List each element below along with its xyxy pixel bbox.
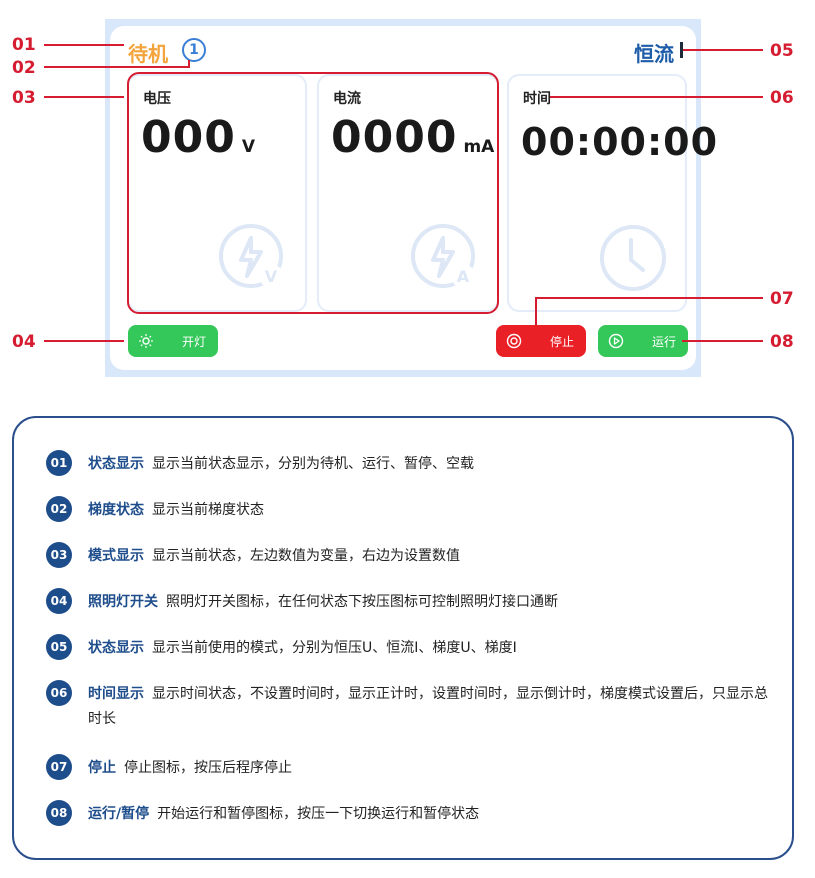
legend-badge: 03 <box>46 542 72 568</box>
mode-cursor-mark <box>680 42 683 58</box>
voltage-label: 电压 <box>143 91 171 107</box>
callout-02: 02 <box>12 58 36 78</box>
run-button[interactable]: 运行 <box>598 325 688 357</box>
current-label: 电流 <box>333 91 361 107</box>
light-icon <box>139 334 153 348</box>
legend-badge: 07 <box>46 754 72 780</box>
callout-05-leader <box>683 49 763 51</box>
current-value: 0000 <box>331 112 458 163</box>
callout-03-leader <box>44 96 124 98</box>
stop-icon <box>506 333 522 349</box>
legend-title: 梯度状态 <box>88 502 144 518</box>
legend-badge: 06 <box>46 680 72 706</box>
mode-display-highlight <box>127 72 499 314</box>
legend-desc: 停止图标，按压后程序停止 <box>124 760 292 776</box>
callout-06-leader <box>550 96 763 98</box>
light-button-label: 开灯 <box>181 335 206 349</box>
legend-box: 01 状态显示显示当前状态显示，分别为待机、运行、暂停、空载 02 梯度状态显示… <box>12 416 794 860</box>
legend-title: 运行/暂停 <box>88 806 150 822</box>
legend-badge: 08 <box>46 800 72 826</box>
current-unit: mA <box>463 137 495 157</box>
voltage-bolt-icon: V <box>219 224 283 288</box>
voltage-unit: V <box>241 137 256 157</box>
callout-07-leader <box>535 297 763 299</box>
callout-03: 03 <box>12 88 36 108</box>
legend-desc: 开始运行和暂停图标，按压一下切换运行和暂停状态 <box>157 806 480 822</box>
light-toggle-button[interactable]: 开灯 <box>128 325 218 357</box>
legend-badge: 02 <box>46 496 72 522</box>
callout-06: 06 <box>770 88 794 108</box>
callout-02-leader <box>44 66 190 68</box>
legend-badge: 01 <box>46 450 72 476</box>
stop-button[interactable]: 停止 <box>496 325 586 357</box>
legend-desc: 显示当前梯度状态 <box>152 502 264 518</box>
callout-07: 07 <box>770 289 794 309</box>
legend-title: 时间显示 <box>88 686 144 702</box>
time-card: 时间 00:00:00 <box>507 74 717 312</box>
legend-title: 模式显示 <box>88 548 144 564</box>
callout-01-leader <box>44 44 124 46</box>
callout-04: 04 <box>12 332 36 352</box>
legend-title: 照明灯开关 <box>88 594 158 610</box>
svg-text:A: A <box>457 267 470 286</box>
run-button-label: 运行 <box>651 335 676 349</box>
callout-08: 08 <box>770 332 794 352</box>
legend-desc: 显示当前状态显示，分别为待机、运行、暂停、空载 <box>152 456 474 472</box>
callout-05: 05 <box>770 41 794 61</box>
time-label: 时间 <box>523 91 551 107</box>
legend-badge: 04 <box>46 588 72 614</box>
callout-07-leader-drop <box>535 297 537 325</box>
legend-title: 停止 <box>88 760 116 776</box>
legend-desc: 显示当前使用的模式，分别为恒压U、恒流I、梯度U、梯度I <box>152 640 517 656</box>
play-icon <box>608 333 624 349</box>
mode-display: 恒流 <box>634 42 674 66</box>
voltage-value: 000 <box>141 112 236 163</box>
stop-button-label: 停止 <box>549 335 574 349</box>
clock-icon <box>600 225 666 291</box>
status-display: 待机 <box>128 42 168 66</box>
callout-04-leader <box>44 340 124 342</box>
legend-desc: 照明灯开关图标，在任何状态下按压图标可控制照明灯接口通断 <box>166 594 558 610</box>
callout-08-leader <box>682 340 763 342</box>
svg-text:V: V <box>265 267 278 286</box>
legend-desc: 显示当前状态，左边数值为变量，右边为设置数值 <box>152 548 460 564</box>
legend-desc: 显示时间状态，不设置时间时，显示正计时，设置时间时，显示倒计时，梯度模式设置后，… <box>88 686 768 727</box>
callout-01: 01 <box>12 35 36 55</box>
legend-badge: 05 <box>46 634 72 660</box>
time-value: 00:00:00 <box>521 120 719 164</box>
current-bolt-icon: A <box>411 224 475 288</box>
callout-02-leader-riser <box>188 60 190 68</box>
gradient-state-indicator: 1 <box>182 38 206 62</box>
legend-title: 状态显示 <box>88 640 144 656</box>
legend-title: 状态显示 <box>88 456 144 472</box>
